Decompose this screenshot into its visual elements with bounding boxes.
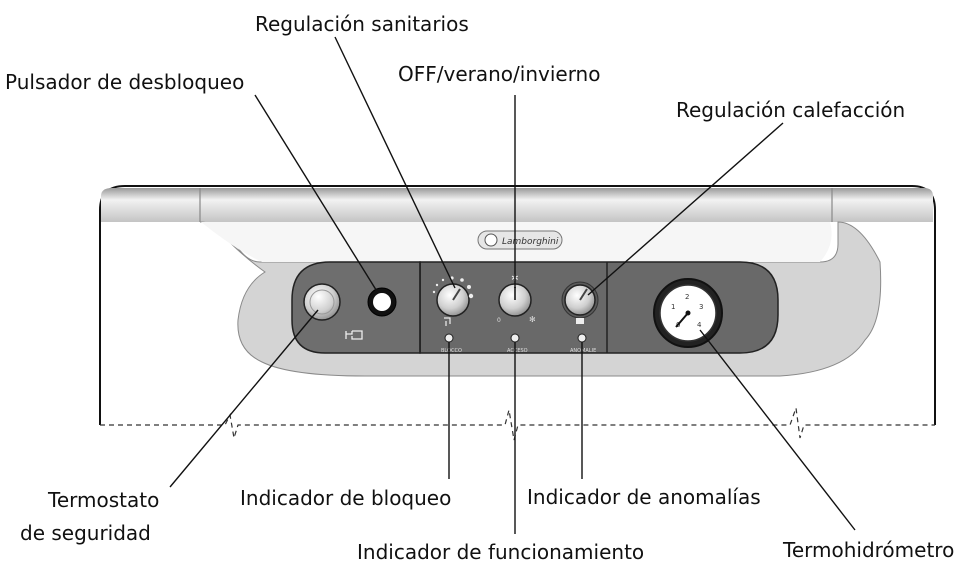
label-dhw-regulation: Regulación sanitarios [255,12,469,36]
safety-thermostat[interactable] [303,283,341,321]
led-label-on: ACCESO [507,348,528,354]
label-unlock-button: Pulsador de desbloqueo [5,70,244,94]
leader-lines [169,36,856,534]
gauge-tick-2: 2 [685,293,689,301]
gauge-tick-3: 3 [699,303,703,311]
thermohydrometer-gauge: 0 1 2 3 4 [653,278,723,348]
tap-icon [345,330,363,340]
faucet-icon [444,317,451,326]
ch-knob[interactable] [561,281,599,319]
radiator-icon [576,318,584,324]
snowflake-icon: ✻ [529,315,536,324]
brand-logo: Lamborghini [477,230,563,250]
label-safety-thermostat-1: Termostato [47,488,159,512]
mode-selector-knob[interactable] [498,283,532,317]
cut-line [100,407,935,441]
gauge-tick-1: 1 [671,303,675,311]
dhw-knob[interactable] [436,283,470,317]
zero-mark: 0 [497,317,501,324]
unlock-button[interactable] [367,287,397,317]
gauge-tick-4: 4 [697,321,702,329]
label-block-indicator: Indicador de bloqueo [240,486,451,510]
label-mode-selector: OFF/verano/invierno [398,62,600,86]
label-safety-thermostat-2: de seguridad [20,521,151,545]
led-label-block: BLOCCO [441,348,462,354]
brand-logo-text: Lamborghini [502,237,559,247]
led-label-fault: ANOMALIE [570,348,596,354]
label-ch-regulation: Regulación calefacción [676,98,905,122]
label-fault-indicator: Indicador de anomalías [527,485,761,509]
label-operation-indicator: Indicador de funcionamiento [357,540,644,564]
dhw-scale-dots [432,276,474,299]
label-thermohydrometer: Termohidrómetro [782,538,954,562]
